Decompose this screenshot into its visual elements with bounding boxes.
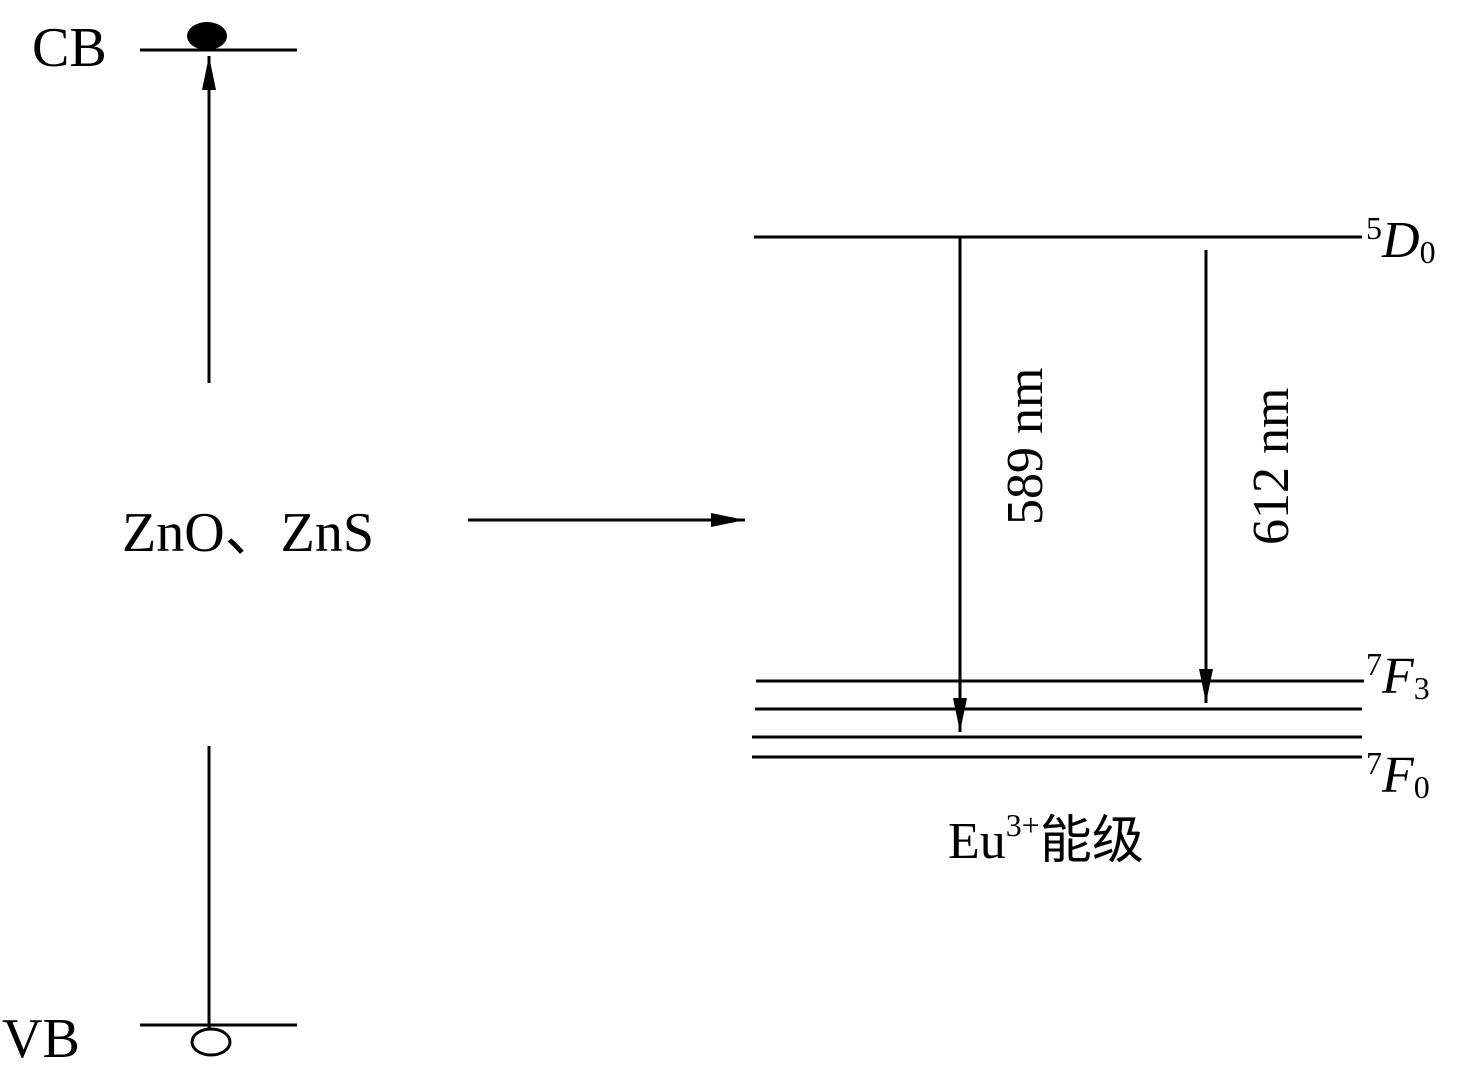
vb-label: VB bbox=[2, 1008, 80, 1070]
electron-dot bbox=[187, 22, 227, 50]
eu-levels-caption: Eu3+能级 bbox=[948, 807, 1144, 870]
level-7f0-label: 7F0 bbox=[1366, 745, 1430, 805]
host-material-label: ZnO、ZnS bbox=[122, 502, 374, 564]
wavelength-589-label: 589 nm bbox=[997, 368, 1054, 525]
level-7f3-label: 7F3 bbox=[1366, 646, 1430, 706]
cb-label: CB bbox=[32, 17, 107, 79]
wavelength-612-label: 612 nm bbox=[1243, 388, 1300, 545]
hole-circle bbox=[190, 1027, 232, 1057]
level-5d0-label: 5D0 bbox=[1366, 210, 1436, 270]
